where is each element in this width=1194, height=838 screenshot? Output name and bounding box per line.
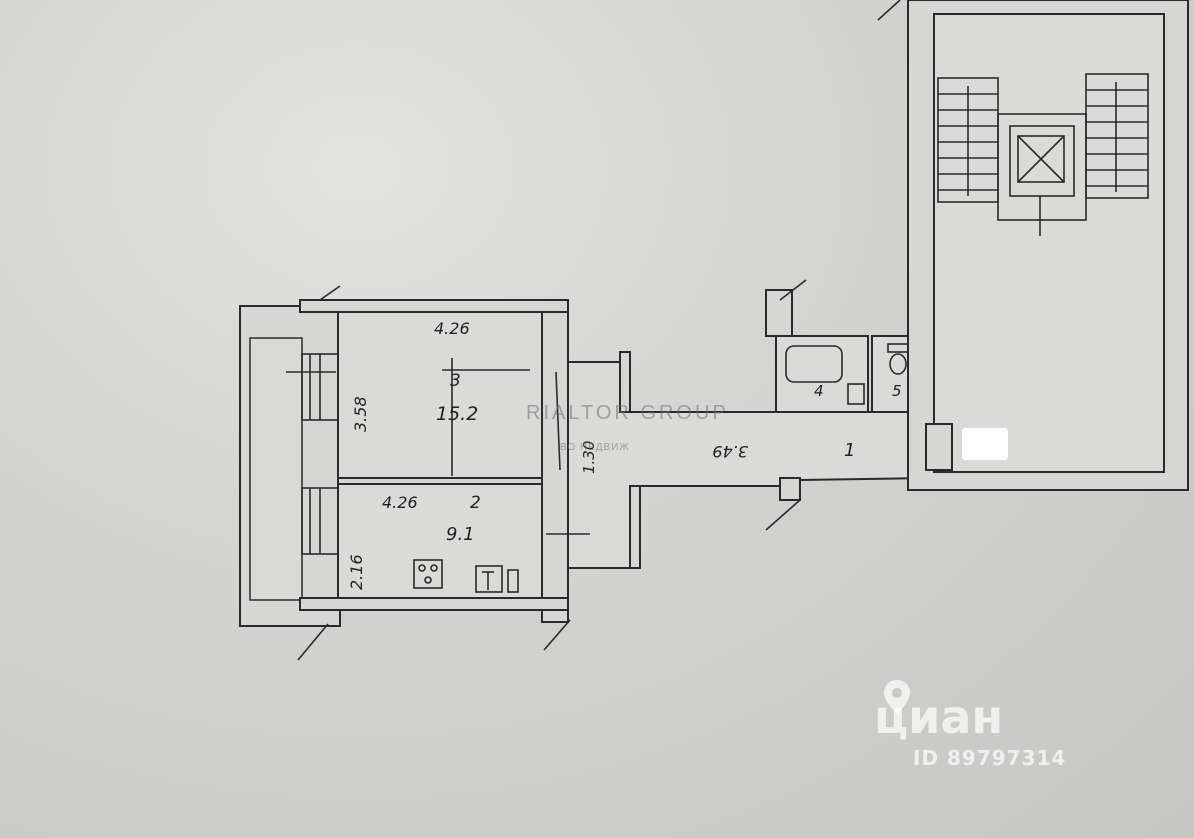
rooms-right-wall: [541, 303, 569, 623]
rialtor-watermark-sub: ВО НЕДВИЖ: [560, 442, 630, 453]
stairs-left: [937, 77, 999, 203]
rialtor-watermark: RIALTOR GROUP: [526, 402, 729, 424]
cian-watermark: циан: [874, 690, 1004, 744]
room3-width-label: 4.26: [434, 319, 470, 338]
room1-number: 1: [844, 440, 855, 461]
listing-id-watermark: ID 89797314: [913, 746, 1067, 770]
corridor-width-label: 1.30: [580, 441, 598, 474]
room2-height-label: 2.16: [347, 554, 366, 590]
room2-area: 9.1: [446, 524, 475, 545]
hall-length-label: 3.49: [712, 442, 748, 461]
bathtub: [785, 345, 843, 383]
room2-number: 2: [470, 493, 481, 513]
room3-number: 3: [450, 371, 461, 391]
room2-width-label: 4.26: [382, 493, 418, 512]
room-4-bathroom: [775, 335, 869, 413]
room5-number: 5: [892, 382, 902, 400]
white-patch: [962, 428, 1008, 460]
room3-area: 15.2: [436, 403, 478, 425]
room3-height-label: 3.58: [351, 396, 370, 432]
sink: [847, 383, 865, 405]
room-2: [337, 483, 543, 599]
stairwell: [933, 13, 1165, 473]
elevator-shaft: [997, 113, 1087, 236]
location-pin-icon: [884, 680, 910, 714]
dimension-ticks: [286, 0, 901, 661]
stove: [413, 559, 443, 589]
balcony: [249, 337, 303, 601]
room4-number: 4: [814, 382, 824, 400]
kitchen-sink: [475, 565, 503, 593]
toilet: [889, 353, 907, 375]
